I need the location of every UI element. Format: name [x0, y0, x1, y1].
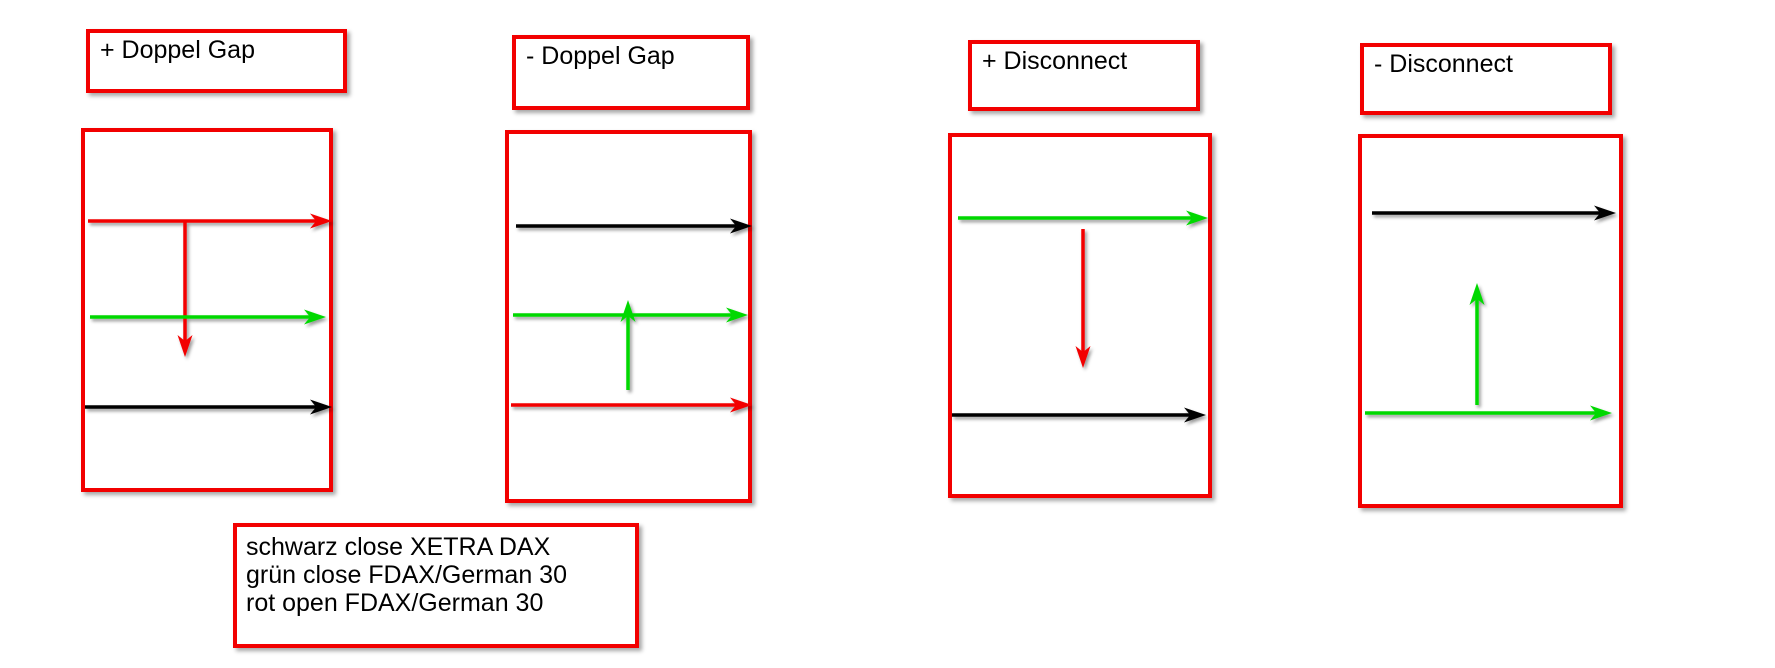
panel1-title: + Doppel Gap: [100, 36, 255, 64]
legend-box: schwarz close XETRA DAX grün close FDAX/…: [233, 523, 639, 648]
panel4-title-box: - Disconnect: [1360, 43, 1612, 115]
panel3-title: + Disconnect: [982, 47, 1128, 75]
panel3-diagram-box: [948, 133, 1212, 498]
panel1-diagram-box: [81, 128, 333, 492]
legend-line-rot: rot open FDAX/German 30: [246, 589, 544, 617]
panel2-title: - Doppel Gap: [526, 42, 675, 70]
panel3-title-box: + Disconnect: [968, 40, 1200, 111]
panel2-diagram-box: [505, 130, 752, 503]
panel2-title-box: - Doppel Gap: [512, 35, 750, 110]
panel4-diagram-box: [1358, 134, 1623, 508]
panel1-title-box: + Doppel Gap: [86, 29, 347, 93]
legend-line-gruen: grün close FDAX/German 30: [246, 561, 567, 589]
panel4-title: - Disconnect: [1374, 50, 1513, 78]
legend-line-schwarz: schwarz close XETRA DAX: [246, 533, 551, 561]
